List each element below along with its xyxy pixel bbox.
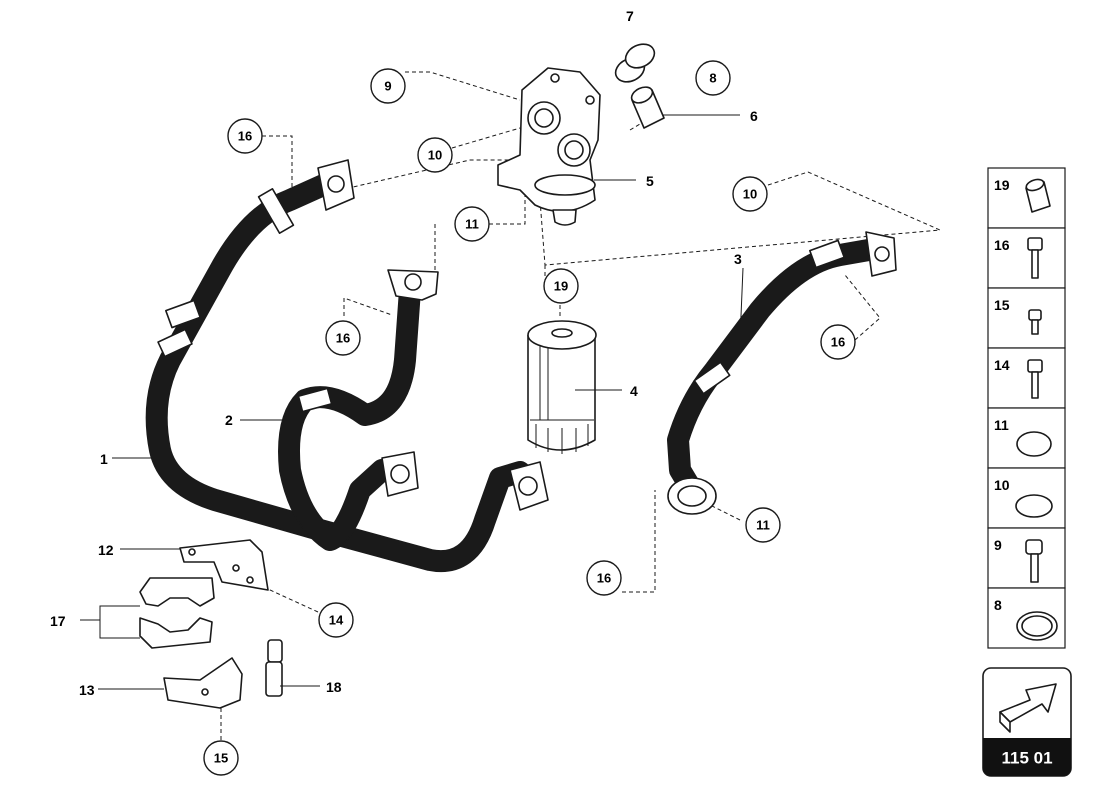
svg-text:10: 10 [743, 187, 757, 202]
legend-item-15: 15 [994, 297, 1042, 335]
callout-16b: 16 [325, 320, 361, 356]
label-1: 1 [100, 451, 108, 467]
legend-item-10: 10 [994, 477, 1053, 518]
svg-text:19: 19 [554, 279, 568, 294]
callout-14: 14 [318, 602, 354, 638]
legend-panel: 19 16 15 14 [987, 167, 1066, 649]
label-4: 4 [630, 383, 638, 399]
legend-item-9: 9 [994, 537, 1043, 583]
connector-18 [265, 639, 283, 697]
svg-text:15: 15 [214, 751, 228, 766]
filter-housing-5 [497, 67, 601, 226]
callout-10b: 10 [732, 176, 768, 212]
label-17: 17 [50, 613, 66, 629]
screw-icon [1028, 309, 1042, 335]
legend-item-19: 19 [994, 177, 1051, 213]
callout-11a: 11 [454, 206, 490, 242]
svg-text:14: 14 [329, 613, 344, 628]
sleeve-6 [630, 86, 665, 129]
sleeve-icon [1025, 178, 1051, 213]
page-reference-badge[interactable]: 115 01 [982, 667, 1072, 777]
pipe-2 [278, 269, 439, 551]
solid-leader-lines [80, 114, 744, 690]
svg-text:8: 8 [709, 71, 716, 86]
callout-7: 7 [626, 8, 634, 24]
legend-item-14: 14 [994, 357, 1043, 399]
label-18: 18 [326, 679, 342, 695]
svg-text:9: 9 [994, 537, 1002, 553]
seal-ring-icon [1016, 611, 1058, 641]
svg-text:11: 11 [756, 518, 770, 533]
legend-item-11: 11 [994, 417, 1052, 457]
svg-text:19: 19 [994, 177, 1010, 193]
callout-10a: 10 [417, 137, 453, 173]
callout-19: 19 [543, 268, 579, 304]
label-2: 2 [225, 412, 233, 428]
svg-text:10: 10 [428, 148, 442, 163]
bolt-icon [1027, 237, 1043, 279]
legend-item-8: 8 [994, 597, 1058, 641]
seal-rings-7 [614, 43, 656, 83]
arrow-icon [999, 683, 1057, 733]
label-6: 6 [750, 108, 758, 124]
bolt-icon [1027, 359, 1043, 399]
stud-bolt-icon [1025, 539, 1043, 583]
callout-15: 15 [203, 740, 239, 776]
callout-16d: 16 [586, 560, 622, 596]
svg-text:16: 16 [597, 571, 611, 586]
svg-text:15: 15 [994, 297, 1010, 313]
label-12: 12 [98, 542, 114, 558]
label-13: 13 [79, 682, 95, 698]
svg-text:16: 16 [831, 335, 845, 350]
svg-text:11: 11 [465, 217, 479, 232]
o-ring-icon [1015, 494, 1053, 518]
svg-text:11: 11 [994, 417, 1009, 433]
callout-9: 9 [370, 68, 406, 104]
oil-filter-4 [527, 320, 597, 454]
svg-text:8: 8 [994, 597, 1002, 613]
label-5: 5 [646, 173, 654, 189]
callout-11b: 11 [745, 507, 781, 543]
cover-bracket-13 [163, 657, 243, 709]
svg-text:14: 14 [994, 357, 1010, 373]
pipe-1 [145, 159, 549, 573]
bracket-12 [179, 539, 269, 591]
pipe-3 [667, 231, 897, 515]
svg-text:10: 10 [994, 477, 1010, 493]
svg-text:7: 7 [626, 8, 634, 24]
label-3: 3 [734, 251, 742, 267]
svg-text:16: 16 [994, 237, 1010, 253]
callout-16a: 16 [227, 118, 263, 154]
svg-text:16: 16 [336, 331, 350, 346]
legend-item-16: 16 [994, 237, 1043, 279]
callout-16c: 16 [820, 324, 856, 360]
o-ring-icon [1016, 431, 1052, 457]
page-reference-code: 115 01 [1001, 749, 1052, 768]
rubber-mounts-17 [139, 577, 215, 649]
svg-text:9: 9 [384, 79, 391, 94]
callout-8: 8 [695, 60, 731, 96]
svg-text:16: 16 [238, 129, 252, 144]
